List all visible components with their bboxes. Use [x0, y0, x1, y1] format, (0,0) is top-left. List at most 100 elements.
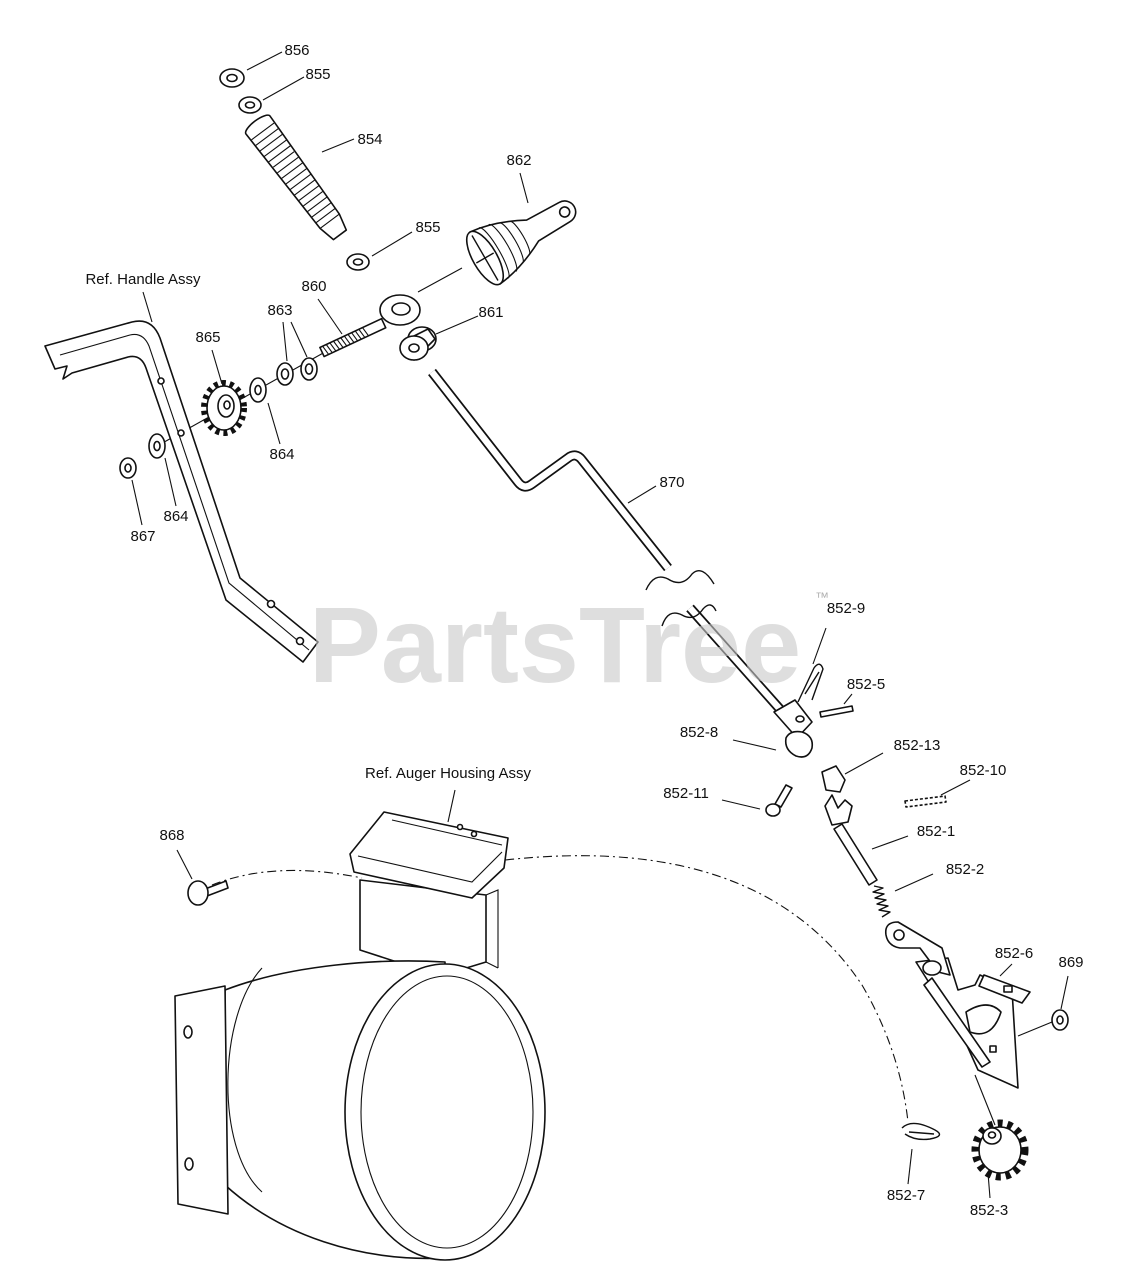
eye-bolt-shank: [319, 317, 387, 358]
leader-867: [131, 479, 143, 526]
callout-868: 868: [159, 827, 184, 844]
part-868-bolt: [187, 880, 229, 906]
callout-852-2: 852-2: [946, 861, 984, 878]
knob-arm-hole: [558, 206, 571, 218]
part-865-cam: [201, 380, 247, 436]
leader-852-7: [907, 1148, 913, 1185]
cam-teeth: [201, 380, 247, 436]
leader-852-1: [871, 835, 909, 850]
clevis-body: [773, 699, 813, 739]
handle-hole: [266, 599, 276, 609]
part-852-7-hairpin: [901, 1122, 941, 1141]
callout-865: 865: [195, 329, 220, 346]
leader-870: [627, 485, 657, 504]
leader-855-lower: [371, 231, 413, 257]
handle-outline: [44, 320, 319, 663]
nut-hole: [1056, 1015, 1064, 1025]
bracket-slot: [989, 1045, 997, 1053]
part-854-grip: [244, 114, 348, 241]
callout-852-1: 852-1: [917, 823, 955, 840]
dash-arc-rotation: [504, 855, 909, 1123]
clevis-hole: [795, 715, 805, 723]
part-864-washer-lower: [148, 433, 166, 459]
bracket-slot: [1003, 985, 1013, 993]
chute-top-fold: [357, 819, 503, 883]
part-860-eye-bolt: [319, 294, 421, 358]
washer-hole: [254, 384, 262, 396]
knob-face-cross: [471, 235, 499, 281]
part-852-5-pin: [819, 705, 854, 718]
bolt-head: [187, 880, 209, 906]
nut-hole: [280, 368, 290, 380]
cam-hole: [223, 400, 231, 410]
chute-post: [485, 889, 499, 969]
leader-854: [321, 138, 355, 153]
leader-lines: [131, 51, 1069, 1199]
callout-855-top: 855: [305, 66, 330, 83]
leader-852-13: [844, 752, 884, 775]
part-869-nut: [1051, 1009, 1069, 1031]
part-852-8-clevis: [773, 699, 814, 758]
leader-868: [176, 849, 193, 880]
cylinder-back-rim: [227, 967, 263, 1193]
leader-861: [435, 315, 479, 335]
part-852-3-gear: [971, 1119, 1029, 1181]
axis-line-knob: [417, 267, 463, 293]
leader-852-6: [999, 963, 1013, 977]
part-862-knob: [465, 200, 577, 286]
callout-852-8: 852-8: [680, 724, 718, 741]
bracket-pivot: [922, 960, 942, 976]
bushing-hole: [408, 343, 420, 353]
callout-852-9: 852-9: [827, 600, 865, 617]
handle-edge-line: [59, 333, 310, 651]
chute-hole: [470, 830, 478, 838]
part-852-9-hairpin: [797, 663, 824, 703]
bracket-hole: [893, 929, 905, 941]
leader-852-5: [843, 693, 853, 705]
leader-852-10: [940, 779, 971, 796]
washer-hole: [352, 258, 364, 266]
part-852-1-shaft: [833, 823, 878, 886]
handle-hole: [295, 636, 305, 646]
axis-line-gear: [974, 1074, 996, 1126]
handle-hole: [177, 429, 185, 437]
callout-867: 867: [130, 528, 155, 545]
callout-870: 870: [659, 474, 684, 491]
part-852-2-spring: [872, 885, 891, 918]
gear-teeth: [971, 1119, 1029, 1181]
bracket-notch: [965, 1004, 1002, 1035]
flange-hole: [184, 1157, 194, 1171]
part-864-washer-upper: [249, 377, 267, 403]
part-852-11-bolt: [765, 784, 793, 817]
leader-863-a: [282, 321, 288, 362]
chute-top-plate: [349, 811, 509, 899]
callout-852-13: 852-13: [894, 737, 941, 754]
part-867-nut: [119, 457, 137, 479]
part-856-washer: [219, 68, 245, 88]
watermark-trademark: ™: [815, 589, 829, 605]
leader-855-top: [262, 76, 305, 101]
part-852-6-bracket: [884, 921, 1031, 1089]
callout-852-10: 852-10: [960, 762, 1007, 779]
part-863-nuts: [276, 357, 318, 386]
chute-hole: [456, 823, 464, 831]
cylinder-front-rim: [344, 963, 546, 1261]
flange-hole: [183, 1025, 193, 1039]
leader-863-b: [290, 321, 308, 358]
part-855-washer-lower: [346, 253, 370, 271]
handle-bar: [44, 320, 319, 663]
yoke: [824, 794, 853, 826]
callout-855-lower: 855: [415, 219, 440, 236]
dash-line-bolt-path: [211, 869, 363, 886]
callout-852-5: 852-5: [847, 676, 885, 693]
rod-lower-fill: [687, 605, 789, 719]
auger-housing-cylinder: [174, 960, 546, 1261]
leader-ref-handle: [142, 291, 153, 323]
washer-hole: [226, 73, 238, 83]
callout-852-11: 852-11: [663, 785, 709, 802]
cylinder-inner-rim: [360, 975, 534, 1249]
bolt-head: [765, 803, 781, 817]
leader-852-9: [812, 627, 827, 665]
leader-862: [519, 172, 529, 204]
